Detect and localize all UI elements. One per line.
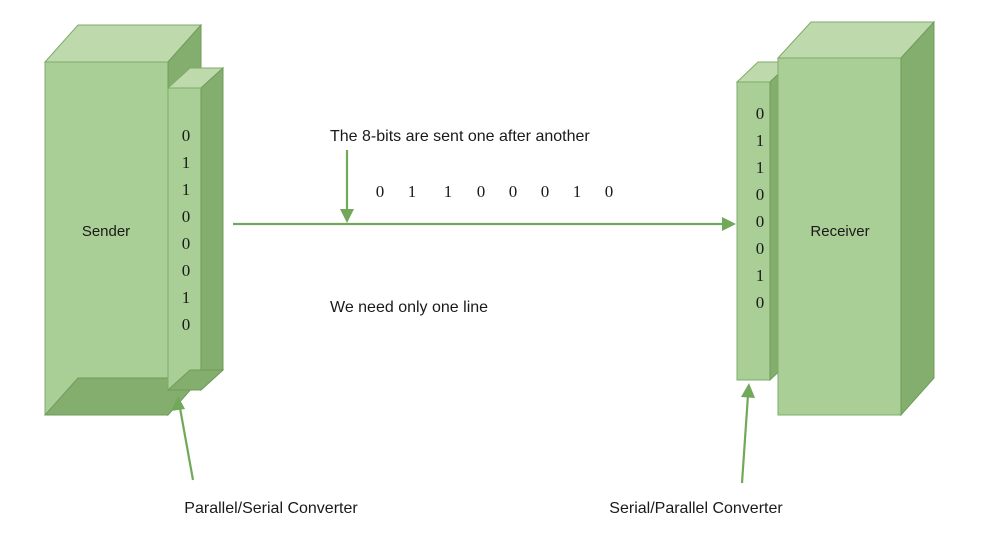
parallel-serial-converter-callout: Parallel/Serial Converter [171, 396, 358, 517]
receiver-bit-4: 0 [756, 212, 765, 231]
stream-bit-3: 0 [477, 182, 486, 201]
sender-register-bottom-face [166, 369, 225, 391]
sender-bit-2: 1 [182, 180, 191, 199]
serial-parallel-converter-caption: Serial/Parallel Converter [609, 500, 783, 517]
link-note-bottom: We need only one line [330, 299, 488, 316]
sp-converter-arrow-shaft [740, 394, 750, 484]
stream-bit-7: 0 [605, 182, 614, 201]
down-arrow-head [340, 209, 354, 223]
sp-converter-arrow-head [741, 383, 755, 398]
stream-bit-2: 1 [444, 182, 453, 201]
stream-bit-5: 0 [541, 182, 550, 201]
stream-bit-4: 0 [509, 182, 518, 201]
sender-bit-7: 0 [182, 315, 191, 334]
bit-stream: 0 1 1 0 0 0 1 0 [376, 182, 614, 201]
parallel-serial-converter-caption: Parallel/Serial Converter [184, 500, 358, 517]
sender-bit-4: 0 [182, 234, 191, 253]
sender-register-side-face [200, 66, 224, 392]
ps-converter-arrow-head [171, 396, 185, 411]
receiver-bit-0: 0 [756, 104, 765, 123]
sender-bit-3: 0 [182, 207, 191, 226]
serial-link-arrow [233, 217, 736, 231]
receiver-bit-3: 0 [756, 185, 765, 204]
serial-parallel-converter-callout: Serial/Parallel Converter [609, 383, 783, 517]
sender-bit-1: 1 [182, 153, 191, 172]
receiver-bit-column: 0 1 1 0 0 0 1 0 [756, 104, 765, 312]
sender-bit-column: 0 1 1 0 0 0 1 0 [182, 126, 191, 334]
sender-bit-5: 0 [182, 261, 191, 280]
serial-link-arrowhead [722, 217, 736, 231]
receiver-label: Receiver [810, 223, 869, 240]
receiver-bit-6: 1 [756, 266, 765, 285]
ps-converter-arrow-shaft [178, 407, 195, 481]
link-note-top: The 8-bits are sent one after another [330, 128, 590, 145]
stream-bit-1: 1 [408, 182, 417, 201]
receiver-box-side-face [900, 20, 935, 417]
receiver-bit-2: 1 [756, 158, 765, 177]
receiver-bit-1: 1 [756, 131, 765, 150]
sender-label: Sender [82, 223, 130, 240]
receiver-register-front-face [736, 81, 771, 381]
sender-bit-0: 0 [182, 126, 191, 145]
receiver-bit-7: 0 [756, 293, 765, 312]
stream-bit-0: 0 [376, 182, 385, 201]
stream-bit-6: 1 [573, 182, 582, 201]
receiver-block: Receiver 0 1 1 0 0 0 1 0 [735, 20, 936, 417]
receiver-bit-5: 0 [756, 239, 765, 258]
link-top-annotation: The 8-bits are sent one after another [330, 128, 590, 223]
sender-block: Sender 0 1 1 0 0 0 1 0 [43, 23, 225, 417]
sender-bit-6: 1 [182, 288, 191, 307]
